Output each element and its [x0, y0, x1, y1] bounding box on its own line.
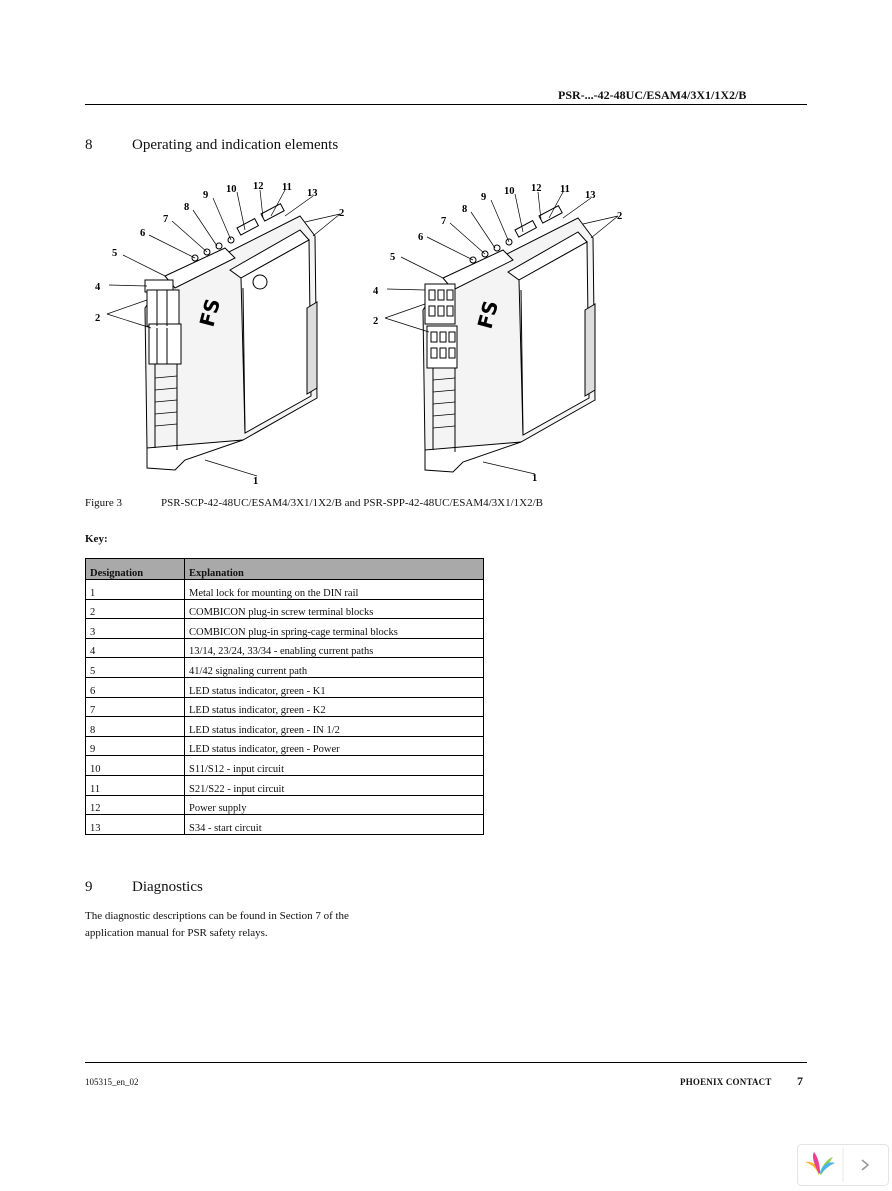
viewer-controls [797, 1144, 889, 1186]
footer-brand: PHOENIX CONTACT [680, 1077, 772, 1087]
callout-r-4: 4 [373, 286, 379, 297]
explanation-cell: 41/42 signaling current path [184, 657, 484, 678]
designation-cell: 2 [85, 598, 185, 620]
explanation-cell: LED status indicator, green - Power [184, 735, 484, 757]
designation-cell: 13 [85, 814, 185, 835]
callout-l-6: 6 [140, 228, 145, 239]
explanation-cell: LED status indicator, green - K2 [184, 696, 484, 718]
callout-r-2a: 2 [373, 316, 378, 327]
explanation-cell: S34 - start circuit [184, 814, 484, 835]
explanation-cell: COMBICON plug-in screw terminal blocks [184, 598, 484, 620]
col-designation: Designation [85, 558, 185, 580]
section-9-title: Diagnostics [132, 879, 203, 895]
callout-l-4: 4 [95, 282, 101, 293]
designation-cell: 1 [85, 579, 185, 600]
explanation-cell: Power supply [184, 794, 484, 816]
callout-r-12: 12 [531, 183, 542, 194]
footer-page-number: 7 [797, 1074, 803, 1088]
callout-l-2a: 2 [95, 313, 100, 324]
key-label: Key: [85, 533, 108, 545]
callout-l-10: 10 [226, 184, 237, 195]
callout-r-2b: 2 [617, 211, 622, 222]
footer-doc-id: 105315_en_02 [85, 1077, 139, 1087]
designation-cell: 11 [85, 774, 185, 796]
col-explanation: Explanation [184, 558, 484, 580]
explanation-cell: S11/S12 - input circuit [184, 755, 484, 776]
key-table-header: Designation Explanation [85, 558, 484, 580]
callout-l-12: 12 [253, 181, 264, 192]
explanation-cell: LED status indicator, green - IN 1/2 [184, 716, 484, 737]
explanation-cell: COMBICON plug-in spring-cage terminal bl… [184, 618, 484, 639]
designation-cell: 7 [85, 696, 185, 718]
figure-caption-label: Figure 3 [85, 497, 122, 509]
callout-r-7: 7 [441, 216, 446, 227]
callout-r-8: 8 [462, 204, 467, 215]
explanation-cell: Metal lock for mounting on the DIN rail [184, 579, 484, 600]
callout-r-6: 6 [418, 232, 423, 243]
designation-cell: 9 [85, 735, 185, 757]
callout-r-10: 10 [504, 186, 515, 197]
designation-cell: 5 [85, 657, 185, 678]
callout-r-11: 11 [560, 184, 570, 195]
device-screw-terminal: FS [144, 202, 318, 471]
section-8-number: 8 [85, 137, 93, 153]
running-header: PSR-...-42-48UC/ESAM4/3X1/1X2/B [558, 88, 747, 102]
designation-cell: 10 [85, 755, 185, 776]
device-spring-terminal: FS [422, 204, 596, 473]
callout-l-7: 7 [163, 214, 168, 225]
designation-cell: 12 [85, 794, 185, 816]
chevron-right-icon[interactable] [861, 1159, 870, 1171]
diagnostics-line-2: application manual for PSR safety relays… [85, 926, 268, 939]
callout-r-1: 1 [532, 473, 537, 484]
footer-rule [85, 1062, 807, 1063]
designation-cell: 4 [85, 637, 185, 659]
callout-l-11: 11 [282, 182, 292, 193]
designation-cell: 6 [85, 676, 185, 698]
callout-l-1: 1 [253, 476, 258, 487]
figure-caption-text: PSR-SCP-42-48UC/ESAM4/3X1/1X2/B and PSR-… [161, 497, 544, 509]
designation-cell: 8 [85, 716, 185, 737]
callout-l-9: 9 [203, 190, 208, 201]
callout-l-8: 8 [184, 202, 189, 213]
callout-r-5: 5 [390, 252, 395, 263]
figure-3-illustration: FS 9 10 12 11 13 8 7 6 5 4 [85, 178, 645, 488]
header-rule [85, 104, 807, 105]
section-9-number: 9 [85, 879, 93, 895]
diagnostics-line-1: The diagnostic descriptions can be found… [85, 910, 349, 922]
explanation-cell: LED status indicator, green - K1 [184, 676, 484, 698]
callout-l-2b: 2 [339, 208, 344, 219]
designation-cell: 3 [85, 618, 185, 639]
callout-l-13: 13 [307, 188, 318, 199]
callout-r-9: 9 [481, 192, 486, 203]
section-8-title: Operating and indication elements [132, 137, 339, 153]
app-logo-icon [805, 1152, 835, 1176]
callout-r-13: 13 [585, 190, 596, 201]
callout-l-5: 5 [112, 248, 117, 259]
explanation-cell: 13/14, 23/24, 33/34 - enabling current p… [184, 637, 484, 659]
explanation-cell: S21/S22 - input circuit [184, 774, 484, 796]
diagnostics-paragraph: The diagnostic descriptions can be found… [85, 908, 405, 941]
